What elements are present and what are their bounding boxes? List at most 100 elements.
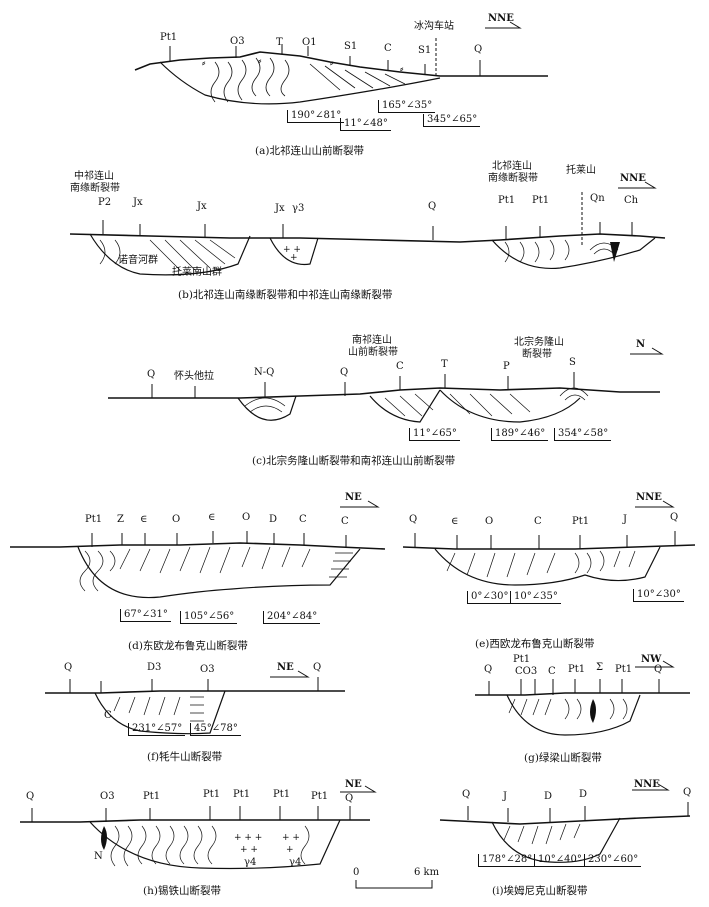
inner-label-f-0: C xyxy=(104,710,112,721)
attitude-d-2: 204°∠84° xyxy=(263,611,321,624)
inner-label-h-0: N xyxy=(94,851,103,862)
label-e-3: C xyxy=(534,516,542,527)
attitude-d-0: 67°∠31° xyxy=(120,609,171,622)
label-a-4: S1 xyxy=(344,41,358,52)
attitude-a-1: 11°∠48° xyxy=(340,118,391,131)
label-i-0: Q xyxy=(462,789,471,800)
panel-a: ⸗⸗⸗⸗ Pt1 O3 T O1 S1 C S1 冰沟车站 Q NNE 190°… xyxy=(0,0,709,165)
label-b-0: 中祁连山 xyxy=(74,171,114,182)
direction-b: NNE xyxy=(620,173,646,184)
label-a-6: S1 xyxy=(418,45,432,56)
direction-h: NE xyxy=(345,779,362,790)
caption-a: (a)北祁连山山前断裂带 xyxy=(255,145,364,157)
label-d-4: ∈ xyxy=(208,512,216,523)
label-a-7: 冰沟车站 xyxy=(414,21,454,32)
svg-text:+ +: + + xyxy=(282,833,300,843)
label-c-3: Q xyxy=(340,367,349,378)
svg-text:⸗: ⸗ xyxy=(258,56,262,67)
panel-h: + + ++ ++ ++ Q O3 Pt1 Pt1 Pt1 Pt1 Pt1 Q … xyxy=(0,780,395,907)
panel-a-section: ⸗⸗⸗⸗ xyxy=(134,21,548,105)
label-c-1: 怀头他拉 xyxy=(174,371,214,382)
label-b-8: 北祁连山 xyxy=(492,161,532,172)
label-d-2: ∈ xyxy=(140,514,148,525)
label-b-1: 南缘断裂带 xyxy=(70,183,120,194)
attitude-c-2: 354°∠58° xyxy=(554,428,612,441)
attitude-i-1: 10°∠40° xyxy=(534,854,585,867)
svg-text:+ +: + + xyxy=(240,845,258,855)
label-g-2: CO3 xyxy=(515,666,538,677)
label-c-2: N-Q xyxy=(254,367,275,378)
label-e-2: O xyxy=(485,516,494,527)
label-e-0: Q xyxy=(409,514,418,525)
attitude-a-0: 190°∠81° xyxy=(287,110,345,123)
label-h-1: O3 xyxy=(100,791,115,802)
label-h-7: Q xyxy=(345,793,354,804)
label-a-0: Pt1 xyxy=(160,32,178,43)
label-a-3: O1 xyxy=(302,37,317,48)
panel-b: + ++ 中祁连山 南缘断裂带 P2 Jx Jx Jx γ3 Q 北祁连山 南缘… xyxy=(0,160,709,310)
label-b-10: Pt1 xyxy=(498,195,516,206)
label-c-9: 断裂带 xyxy=(522,349,552,360)
label-c-11: S xyxy=(569,357,576,368)
inner-label-b-0: 诺音河群 xyxy=(118,255,158,266)
svg-text:+: + xyxy=(290,253,298,263)
label-b-14: Ch xyxy=(624,195,639,206)
inner-label-h-1: γ4 xyxy=(244,857,257,868)
label-h-0: Q xyxy=(26,791,35,802)
panel-b-section: + ++ xyxy=(69,181,666,276)
label-h-4: Pt1 xyxy=(233,789,251,800)
label-h-3: Pt1 xyxy=(203,789,221,800)
svg-text:⸗: ⸗ xyxy=(330,58,334,69)
label-i-4: Q xyxy=(683,787,692,798)
direction-a: NNE xyxy=(488,13,514,24)
attitude-e-0: 0°∠30° xyxy=(467,591,512,604)
direction-i: NNE xyxy=(634,779,660,790)
label-c-6: C xyxy=(396,361,404,372)
svg-text:⸗: ⸗ xyxy=(400,64,404,75)
direction-e: NNE xyxy=(636,492,662,503)
attitude-e-1: 10°∠35° xyxy=(510,591,561,604)
caption-i: (i)埃姆尼克山断裂带 xyxy=(492,885,588,897)
svg-text:+ +: + + xyxy=(283,245,301,255)
label-b-11: Pt1 xyxy=(532,195,550,206)
label-g-6: Pt1 xyxy=(615,664,633,675)
scale-bar-line xyxy=(355,880,433,889)
panel-d-section xyxy=(10,500,386,599)
panel-e-section xyxy=(402,500,696,586)
attitude-i-2: 230°∠60° xyxy=(584,854,642,867)
panel-f: Q D3 O3 Q C NE 231°∠57° 45°∠78° (f)牦牛山断裂… xyxy=(0,655,395,775)
svg-text:+ + +: + + + xyxy=(234,833,262,843)
label-f-0: Q xyxy=(64,662,73,673)
label-d-5: O xyxy=(242,512,251,523)
label-a-8: Q xyxy=(474,44,483,55)
direction-d: NE xyxy=(345,492,362,503)
caption-b: (b)北祁连山南缘断裂带和中祁连山南缘断裂带 xyxy=(178,289,393,301)
attitude-f-1: 45°∠78° xyxy=(190,723,241,736)
panel-h-section: + + + + + + + + xyxy=(20,785,377,870)
label-d-1: Z xyxy=(117,514,124,525)
label-c-8: 北宗务隆山 xyxy=(514,337,564,348)
panel-i-section xyxy=(439,783,691,863)
label-a-1: O3 xyxy=(230,36,245,47)
label-c-4: 南祁连山 xyxy=(352,335,392,346)
label-f-3: Q xyxy=(313,662,322,673)
label-d-6: D xyxy=(269,514,278,525)
panel-c-section xyxy=(108,347,664,423)
label-g-0: Q xyxy=(484,664,493,675)
label-c-7: T xyxy=(441,359,448,370)
label-b-4: Jx xyxy=(197,201,207,212)
label-b-2: P2 xyxy=(98,197,112,208)
label-h-6: Pt1 xyxy=(311,791,329,802)
label-b-12: 托莱山 xyxy=(566,165,596,176)
attitude-c-0: 11°∠65° xyxy=(409,428,460,441)
attitude-d-1: 105°∠56° xyxy=(180,611,238,624)
label-i-1: J xyxy=(503,791,508,802)
attitude-i-0: 178°∠28° xyxy=(478,854,536,867)
label-b-3: Jx xyxy=(133,197,143,208)
panel-i: Q J D D Q NNE 178°∠28° 10°∠40° 230°∠60° … xyxy=(420,780,709,907)
label-b-13: Qn xyxy=(590,193,605,204)
label-b-5: Jx xyxy=(275,203,285,214)
panel-e: Q ∈ O C Pt1 J Q NNE 0°∠30° 10°∠35° 10°∠3… xyxy=(395,485,709,655)
svg-text:+: + xyxy=(286,845,294,855)
scale-bar: 0 6 km xyxy=(350,868,440,898)
